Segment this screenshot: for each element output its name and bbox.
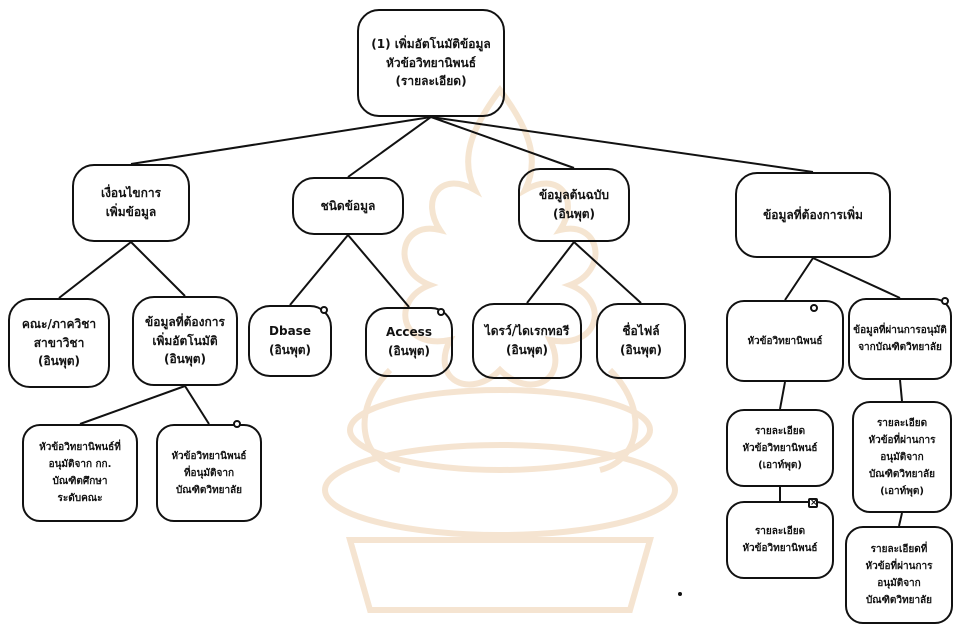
node-faculty: คณะ/ภาควิชาสาขาวิชา (อินพุต) — [8, 298, 110, 388]
node-label-line: ข้อมูลที่ผ่านการอนุมัติ — [853, 325, 947, 336]
node-label-line: ชนิดข้อมูล — [320, 198, 376, 213]
edge-conditions-auto_data — [130, 241, 186, 297]
node-label-line: จากบัณฑิตวิทยาลัย — [858, 342, 942, 353]
node-label-line: หัวข้อวิทยานิพนธ์ — [742, 543, 818, 554]
node-label-line: หัวข้อวิทยานิพนธ์ — [171, 450, 247, 462]
edge-auto_data-approved_council — [79, 385, 186, 425]
node-label-line: รายละเอียด — [876, 417, 928, 429]
node-label-line: ที่อนุมัติจาก — [183, 467, 235, 479]
node-label-line: (อินพุต) — [268, 343, 312, 357]
node-thesis-topic: หัวข้อวิทยานิพนธ์ — [726, 300, 844, 382]
node-label-line: Access — [386, 325, 432, 340]
edge-root-source_data — [430, 116, 575, 169]
node-label-line: บัณฑิตวิทยาลัย — [865, 595, 933, 606]
edge-passed_data-passed_detail_output — [899, 379, 903, 402]
edge-data_to_add-passed_data — [812, 257, 901, 299]
circle-marker — [941, 297, 949, 305]
node-label-line: ชื่อไฟล์ — [622, 324, 660, 339]
node-label-line: อนุมัติจาก กก. — [48, 459, 112, 470]
edge-conditions-faculty — [58, 241, 132, 299]
node-label-line: รายละเอียด — [754, 526, 806, 537]
node-label-line: เพิ่มอัตโนมัติ — [152, 333, 218, 348]
ink-dot — [678, 592, 682, 596]
node-auto-data: ข้อมูลที่ต้องการเพิ่มอัตโนมัติ (อินพุต) — [132, 296, 238, 386]
circle-marker — [437, 308, 445, 316]
edge-root-data_to_add — [430, 116, 814, 173]
node-label-line: (อินพุต) — [505, 343, 549, 357]
node-label-line: บัณฑิตวิทยาลัย — [868, 468, 936, 480]
node-approved-council: หัวข้อวิทยานิพนธ์ที่อนุมัติจาก กก. บัณฑิต… — [22, 424, 138, 522]
edge-root-conditions — [130, 116, 432, 165]
node-label-line: เพิ่มข้อมูล — [105, 205, 157, 219]
node-access: Access (อินพุต) — [365, 307, 453, 377]
node-label-line: อนุมัติจาก — [877, 578, 921, 589]
node-label-line: (อินพุต) — [619, 343, 663, 357]
node-label-line: ไดรว์/ไดเรกทอรี — [484, 324, 570, 339]
node-label-line: Dbase — [269, 324, 311, 339]
edge-data_to_add-thesis_topic — [784, 257, 814, 301]
node-dbase: Dbase (อินพุต) — [248, 305, 332, 377]
seal-watermark — [322, 84, 678, 613]
node-label-line: (เอาท์พุต) — [758, 459, 802, 471]
node-root: (1) เพิ่มอัตโนมัติข้อมูลหัวข้อวิทยานิพนธ… — [357, 9, 505, 117]
edge-root-data_type — [347, 116, 432, 178]
node-label-line: หัวข้อวิทยานิพนธ์ที่ — [39, 442, 121, 453]
node-label-line: ระดับคณะ — [57, 493, 103, 504]
node-label-line: (1) เพิ่มอัตโนมัติข้อมูล — [371, 37, 491, 52]
node-label-line: หัวข้อที่ผ่านการ — [865, 561, 933, 572]
node-label-line: สาขาวิชา — [33, 335, 85, 350]
node-label-line: อนุมัติจาก — [880, 451, 924, 463]
edge-source_data-file_name — [573, 241, 642, 304]
node-label-line: หัวข้อวิทยานิพนธ์ — [747, 335, 823, 347]
circle-marker — [320, 306, 328, 314]
node-data-to-add: ข้อมูลที่ต้องการเพิ่ม — [735, 172, 891, 258]
node-label-line: หัวข้อวิทยานิพนธ์ — [742, 442, 818, 454]
node-passed-data: ข้อมูลที่ผ่านการอนุมัติจากบัณฑิตวิทยาลัย — [848, 298, 952, 380]
node-label-line: ข้อมูลที่ต้องการเพิ่ม — [763, 207, 863, 222]
edge-data_type-dbase — [289, 234, 349, 306]
node-label-line: หัวข้อที่ผ่านการ — [868, 434, 936, 446]
node-label-line: เงื่อนไขการ — [100, 186, 162, 201]
node-label-line: บัณฑิตศึกษา — [52, 476, 108, 487]
node-label-line: ข้อมูลที่ต้องการ — [145, 315, 225, 330]
node-conditions: เงื่อนไขการเพิ่มข้อมูล — [72, 164, 190, 242]
node-label-line: (อินพุต) — [387, 344, 431, 358]
node-approved-grad: หัวข้อวิทยานิพนธ์ที่อนุมัติจากบัณฑิตวิทย… — [156, 424, 262, 522]
node-label-line: บัณฑิตวิทยาลัย — [175, 484, 243, 496]
node-label-line: (อินพุต) — [37, 354, 81, 369]
edge-thesis_topic-topic_detail_output — [779, 381, 786, 410]
node-topic-detail-output: รายละเอียดหัวข้อวิทยานิพนธ์ (เอาท์พุต) — [726, 409, 834, 487]
node-label-line: รายละเอียด — [754, 425, 806, 437]
x-box-marker: × — [808, 498, 818, 508]
edge-data_type-access — [347, 234, 410, 308]
node-label-line: (รายละเอียด) — [395, 74, 467, 89]
node-topic-detail: รายละเอียดหัวข้อวิทยานิพนธ์ — [726, 501, 834, 579]
node-label-line: (อินพุต) — [552, 207, 596, 221]
node-passed-detail-output: รายละเอียดหัวข้อที่ผ่านการอนุมัติจากบัณฑ… — [852, 401, 952, 513]
node-label-line: คณะ/ภาควิชา — [21, 317, 97, 332]
circle-marker — [810, 304, 818, 312]
node-label-line: (อินพุต) — [163, 352, 207, 367]
edge-auto_data-approved_grad — [184, 385, 210, 425]
node-source-data: ข้อมูลต้นฉบับ (อินพุต) — [518, 168, 630, 242]
circle-marker — [233, 420, 241, 428]
node-label-line: หัวข้อวิทยานิพนธ์ — [385, 55, 477, 70]
node-file-name: ชื่อไฟล์ (อินพุต) — [596, 303, 686, 379]
node-label-line: รายละเอียดที่ — [870, 544, 928, 555]
node-data-type: ชนิดข้อมูล — [292, 177, 404, 235]
node-label-line: ข้อมูลต้นฉบับ — [538, 188, 610, 203]
node-label-line: (เอาท์พุต) — [880, 485, 924, 497]
node-drive-dir: ไดรว์/ไดเรกทอรี (อินพุต) — [472, 303, 582, 379]
edge-source_data-drive_dir — [526, 241, 575, 304]
node-passed-detail: รายละเอียดที่หัวข้อที่ผ่านการอนุมัติจากบ… — [845, 526, 953, 624]
edge-passed_detail_output-passed_detail — [898, 512, 903, 527]
